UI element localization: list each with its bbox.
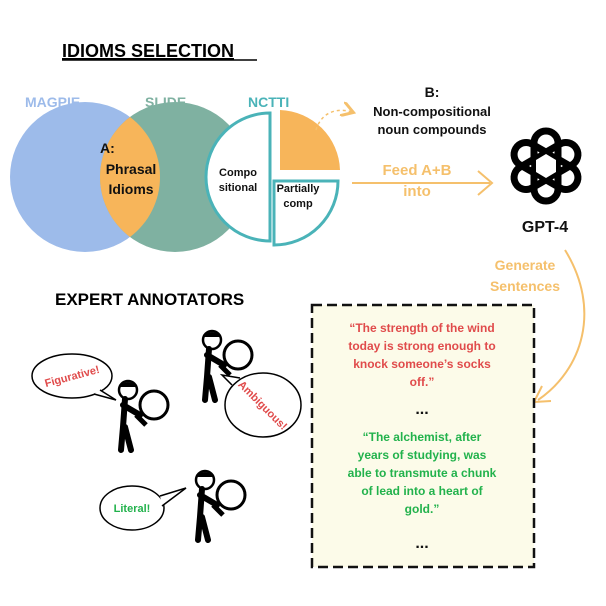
pie-partial-line2: comp (283, 198, 313, 210)
generate-arrow: Generate Sentences (490, 249, 586, 404)
heading-idioms-selection: IDIOMS SELECTION (62, 41, 234, 61)
gpt4-logo-icon (510, 127, 582, 205)
sentence-figurative-line: knock someone’s socks (353, 357, 491, 371)
b-label-title: B: (425, 84, 440, 100)
speech-bubble-figurative: Figurative! (31, 353, 117, 401)
pie-slice-partially-comp (272, 179, 340, 247)
generate-line2: Sentences (490, 278, 560, 294)
sentence-literal-line: “The alchemist, after (363, 430, 482, 444)
pie-to-b-arrow (315, 110, 352, 131)
pie-compositional-line1: Compo (219, 167, 257, 179)
pie-compositional-line2: sitional (219, 182, 258, 194)
annotator-figure-icon (117, 379, 170, 453)
b-label-line1: Non-compositional (373, 104, 491, 119)
nctti-label: NCTTI (248, 94, 289, 110)
sentence-literal-line: able to transmute a chunk (348, 466, 497, 480)
generate-line1: Generate (495, 257, 556, 273)
heading-expert-annotators: EXPERT ANNOTATORS (55, 290, 244, 309)
gpt4-label: GPT-4 (522, 219, 568, 236)
venn-slide-label: SLIDE (145, 94, 186, 110)
venn-overlap (99, 117, 161, 237)
sentence-figurative-line: “The strength of the wind (349, 321, 494, 335)
pie-slice-noncompositional (280, 110, 340, 170)
speech-bubble-ambiguous: Ambiguous! (219, 372, 302, 438)
pie-partial-line1: Partially (277, 183, 321, 195)
b-label: B: Non-compositional noun compounds (373, 84, 491, 137)
speech-bubble-literal: Literal! (99, 485, 187, 531)
annotator-figure-icon (194, 469, 247, 543)
venn-magpie-label: MAGPIE (25, 94, 80, 110)
sentence-ellipsis: ... (415, 401, 428, 418)
venn-overlap-line2: Idioms (108, 181, 153, 197)
feed-arrow: Feed A+B into (352, 162, 494, 200)
sentence-literal-line: years of studying, was (358, 448, 487, 462)
sentence-figurative-line: today is strong enough to (348, 339, 495, 353)
venn-overlap-title: A: (100, 140, 115, 156)
sentence-ellipsis: ... (415, 535, 428, 552)
sentence-literal-line: gold.” (405, 502, 440, 516)
venn-diagram: MAGPIE SLIDE A: Phrasal Idioms (10, 94, 250, 252)
feed-line1: Feed A+B (382, 162, 451, 179)
generate-arrow-head (532, 385, 552, 404)
sentences-box: “The strength of the wind today is stron… (310, 303, 536, 569)
annotator-figure-icon (201, 329, 254, 403)
pie-slice-compositional (204, 111, 272, 243)
venn-overlap-line1: Phrasal (106, 161, 157, 177)
b-label-line2: noun compounds (377, 122, 486, 137)
generate-arrow-curve (537, 249, 586, 401)
feed-arrow-head (477, 170, 494, 196)
sentence-figurative-line: off.” (410, 375, 435, 389)
feed-line2: into (403, 183, 431, 200)
sentences-box-frame (310, 303, 536, 569)
sentence-literal-line: of lead into a heart of (361, 484, 483, 498)
nctti-pie: NCTTI Compo sitional Partially comp (204, 94, 352, 247)
bubble-literal-text: Literal! (114, 503, 151, 515)
